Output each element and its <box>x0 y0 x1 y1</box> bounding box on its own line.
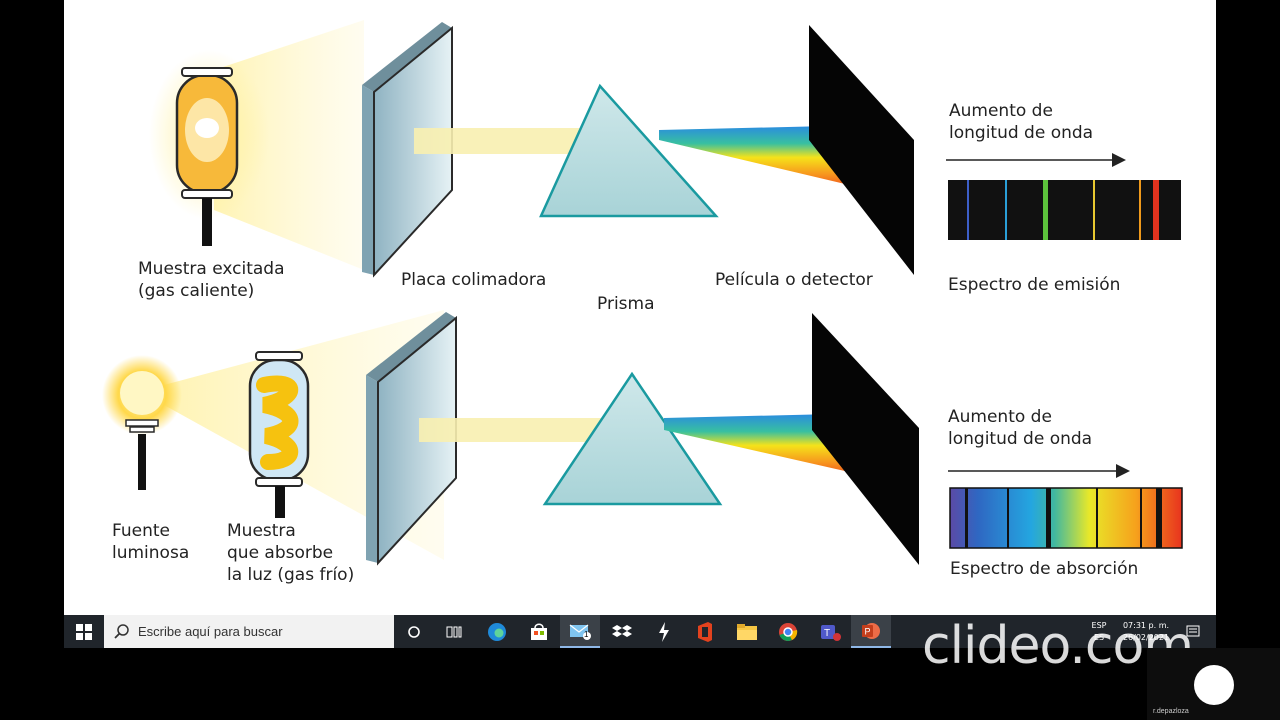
user-avatar <box>1194 665 1234 705</box>
bolt-icon <box>659 621 669 642</box>
chrome-button[interactable] <box>768 615 808 648</box>
notification-center-button[interactable] <box>1178 615 1208 648</box>
search-icon <box>114 623 129 639</box>
sample-excited-label: Muestra excitada(gas caliente) <box>138 259 285 301</box>
language-indicator[interactable]: ESP ES <box>1091 620 1107 642</box>
search-placeholder: Escribe aquí para buscar <box>138 624 283 639</box>
start-button[interactable] <box>64 615 104 648</box>
participant-name: r.depazloza <box>1153 708 1189 715</box>
plate-label-top: Placa colimadora <box>401 270 547 290</box>
edge-button[interactable] <box>477 615 517 648</box>
prism-label: Prisma <box>597 294 655 314</box>
store-icon <box>531 623 547 640</box>
taskbar: Escribe aquí para buscar 1 T P ESP ES 07… <box>64 615 1216 648</box>
dropbox-button[interactable] <box>602 615 642 648</box>
dropbox-icon <box>612 624 632 637</box>
powerpoint-icon: P <box>862 622 880 639</box>
task-view-button[interactable] <box>394 615 434 648</box>
notification-icon <box>1186 625 1200 636</box>
prism-top <box>539 83 719 218</box>
teams-button[interactable]: T <box>810 615 850 648</box>
light-bulb <box>102 355 182 490</box>
emission-spectrum <box>948 180 1181 240</box>
windows-start-icon <box>76 623 92 640</box>
office-button[interactable] <box>685 615 725 648</box>
spectroscopy-diagram <box>102 20 1183 566</box>
wavelength-arrow-bottom <box>948 464 1130 478</box>
bolt-app-button[interactable] <box>644 615 684 648</box>
cold-gas-tube <box>248 351 310 518</box>
wavelength-arrow-top <box>946 153 1126 167</box>
powerpoint-button[interactable]: P <box>851 615 891 648</box>
emission-spectrum-label: Espectro de emisión <box>948 275 1121 295</box>
clock[interactable]: 07:31 p. m. 26/02/2021 <box>1116 615 1176 648</box>
detector-top <box>809 25 914 275</box>
slide-canvas: Muestra excitada(gas caliente) Placa col… <box>64 0 1216 615</box>
absorption-spectrum <box>949 487 1183 549</box>
clock-time: 07:31 p. m. <box>1122 620 1170 630</box>
detector-bottom <box>812 313 919 565</box>
timeline-button[interactable] <box>434 615 474 648</box>
prism-bottom <box>542 371 723 506</box>
svg-text:T: T <box>824 628 830 639</box>
collimated-beam-bottom <box>419 418 614 442</box>
svg-text:P: P <box>865 626 871 636</box>
collimator-plate-bottom <box>366 312 457 566</box>
mail-icon <box>569 624 591 640</box>
mail-badge: 1 <box>584 630 589 639</box>
detector-label: Película o detector <box>715 270 873 290</box>
teams-icon: T <box>821 624 841 641</box>
timeline-icon <box>446 626 462 637</box>
absorption-spectrum-label: Espectro de absorción <box>950 559 1139 579</box>
collimator-plate-top <box>362 22 453 278</box>
file-explorer-icon <box>737 623 757 640</box>
task-view-icon <box>408 625 420 638</box>
clock-date: 26/02/2021 <box>1122 632 1170 642</box>
office-icon <box>698 621 712 642</box>
mail-button[interactable]: 1 <box>560 615 600 648</box>
store-button[interactable] <box>519 615 559 648</box>
chrome-icon <box>779 622 798 641</box>
taskbar-search[interactable]: Escribe aquí para buscar <box>104 615 394 648</box>
excited-gas-tube <box>175 67 239 246</box>
edge-icon <box>488 622 506 641</box>
file-explorer-button[interactable] <box>727 615 767 648</box>
